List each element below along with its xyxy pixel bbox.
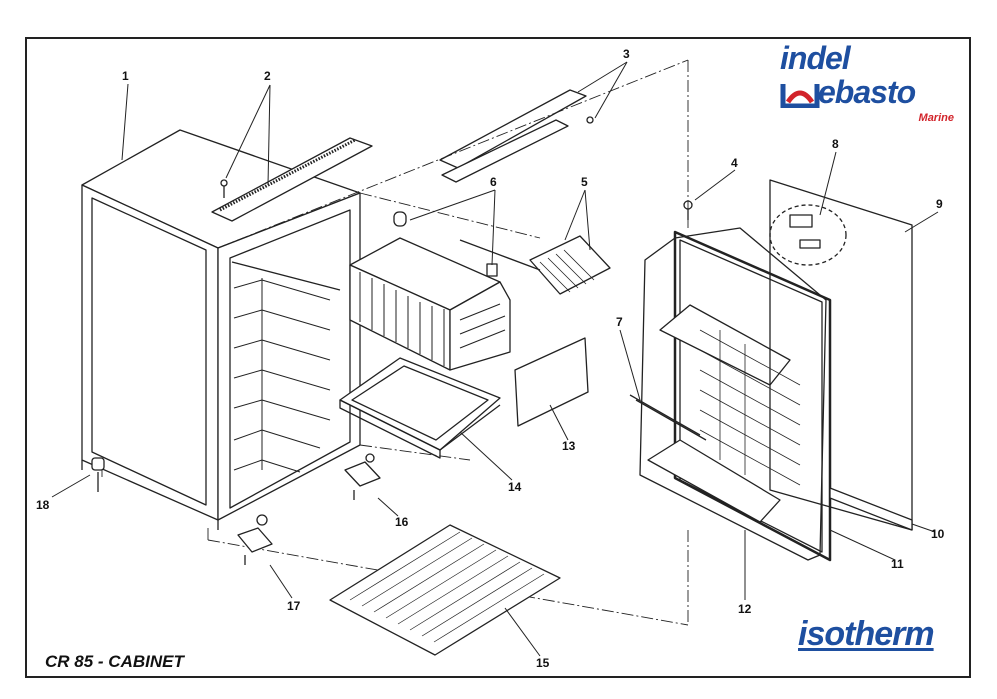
part-label-7: 7 <box>616 315 623 329</box>
logo-marine-text: Marine <box>918 112 954 124</box>
top-trim-strip <box>211 137 373 222</box>
part-label-2: 2 <box>264 69 271 83</box>
cabinet-body <box>81 129 361 530</box>
indel-webasto-logo: indel ebasto Marine <box>780 40 956 124</box>
part-label-12: 12 <box>738 602 752 616</box>
diagram-title: CR 85 - CABINET <box>45 652 184 671</box>
part-label-17: 17 <box>287 599 301 613</box>
door-latch-detail <box>769 204 847 266</box>
part-label-8: 8 <box>832 137 839 151</box>
rail-strips <box>439 89 594 183</box>
part-label-3: 3 <box>623 47 630 61</box>
part-label-6: 6 <box>490 175 497 189</box>
part-label-13: 13 <box>562 439 576 453</box>
logo-indel-text: indel <box>780 40 851 76</box>
part-label-1: 1 <box>122 69 129 83</box>
diagram-frame <box>25 37 971 678</box>
drip-tray <box>339 357 501 459</box>
lower-hinge-17 <box>237 514 273 565</box>
isotherm-logo: isotherm <box>798 615 935 653</box>
evaporator-unit <box>349 211 511 371</box>
door-assembly <box>629 227 832 562</box>
ice-tray <box>459 235 611 295</box>
part-label-14: 14 <box>508 480 522 494</box>
lower-hinge-16 <box>344 453 381 500</box>
wire-shelf <box>329 524 561 656</box>
part-label-9: 9 <box>936 197 943 211</box>
part-label-16: 16 <box>395 515 409 529</box>
part-label-18: 18 <box>36 498 50 512</box>
part-label-10: 10 <box>931 527 945 541</box>
part-label-5: 5 <box>581 175 588 189</box>
flap-panel <box>514 337 589 427</box>
part-label-4: 4 <box>731 156 738 170</box>
part-label-11: 11 <box>891 557 904 571</box>
logo-webasto-text: ebasto <box>818 74 916 110</box>
door-panel <box>769 179 913 531</box>
webasto-w-mark-icon <box>780 84 820 108</box>
part-label-15: 15 <box>536 656 550 670</box>
adjustable-foot <box>91 457 105 492</box>
